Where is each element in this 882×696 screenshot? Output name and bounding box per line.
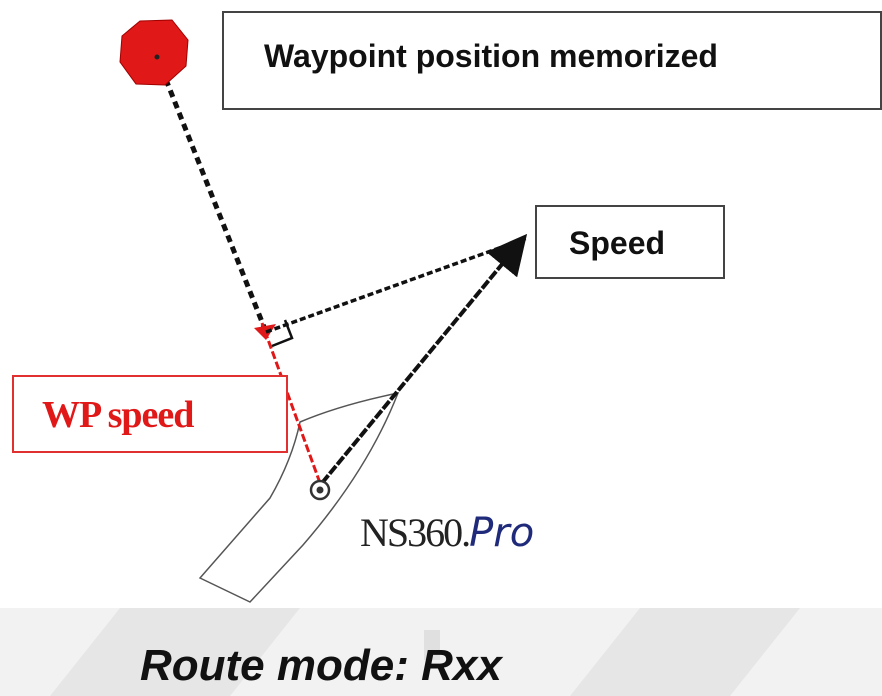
wp-speed-box: WP speed bbox=[12, 375, 288, 453]
wp-speed-arrowhead bbox=[254, 324, 276, 340]
band-mark bbox=[424, 630, 440, 660]
brand-main: NS360. bbox=[360, 510, 471, 555]
band-chevron-right bbox=[570, 608, 800, 696]
route-mode-title: Route mode: Rxx bbox=[140, 641, 502, 690]
right-angle-mark bbox=[271, 319, 294, 348]
waypoint-center-dot bbox=[154, 54, 160, 60]
speed-label: Speed bbox=[569, 225, 666, 261]
waypoint-memorized-label: Waypoint position memorized bbox=[264, 38, 718, 74]
band-chevron-left bbox=[50, 608, 300, 696]
boat-position-dot bbox=[316, 486, 324, 494]
speed-projection-line bbox=[265, 236, 528, 334]
waypoint-memorized-box: Waypoint position memorized bbox=[222, 11, 882, 110]
speed-box: Speed bbox=[535, 205, 725, 279]
brand-logo: NS360.Pro bbox=[360, 509, 534, 556]
boat-hull bbox=[198, 391, 400, 603]
waypoint-dotted-line bbox=[154, 56, 269, 333]
speed-vector bbox=[320, 233, 528, 485]
wp-speed-vector bbox=[260, 322, 322, 484]
wp-speed-label: WP speed bbox=[42, 394, 194, 436]
brand-suffix: Pro bbox=[469, 510, 535, 556]
waypoint-marker bbox=[119, 19, 189, 86]
